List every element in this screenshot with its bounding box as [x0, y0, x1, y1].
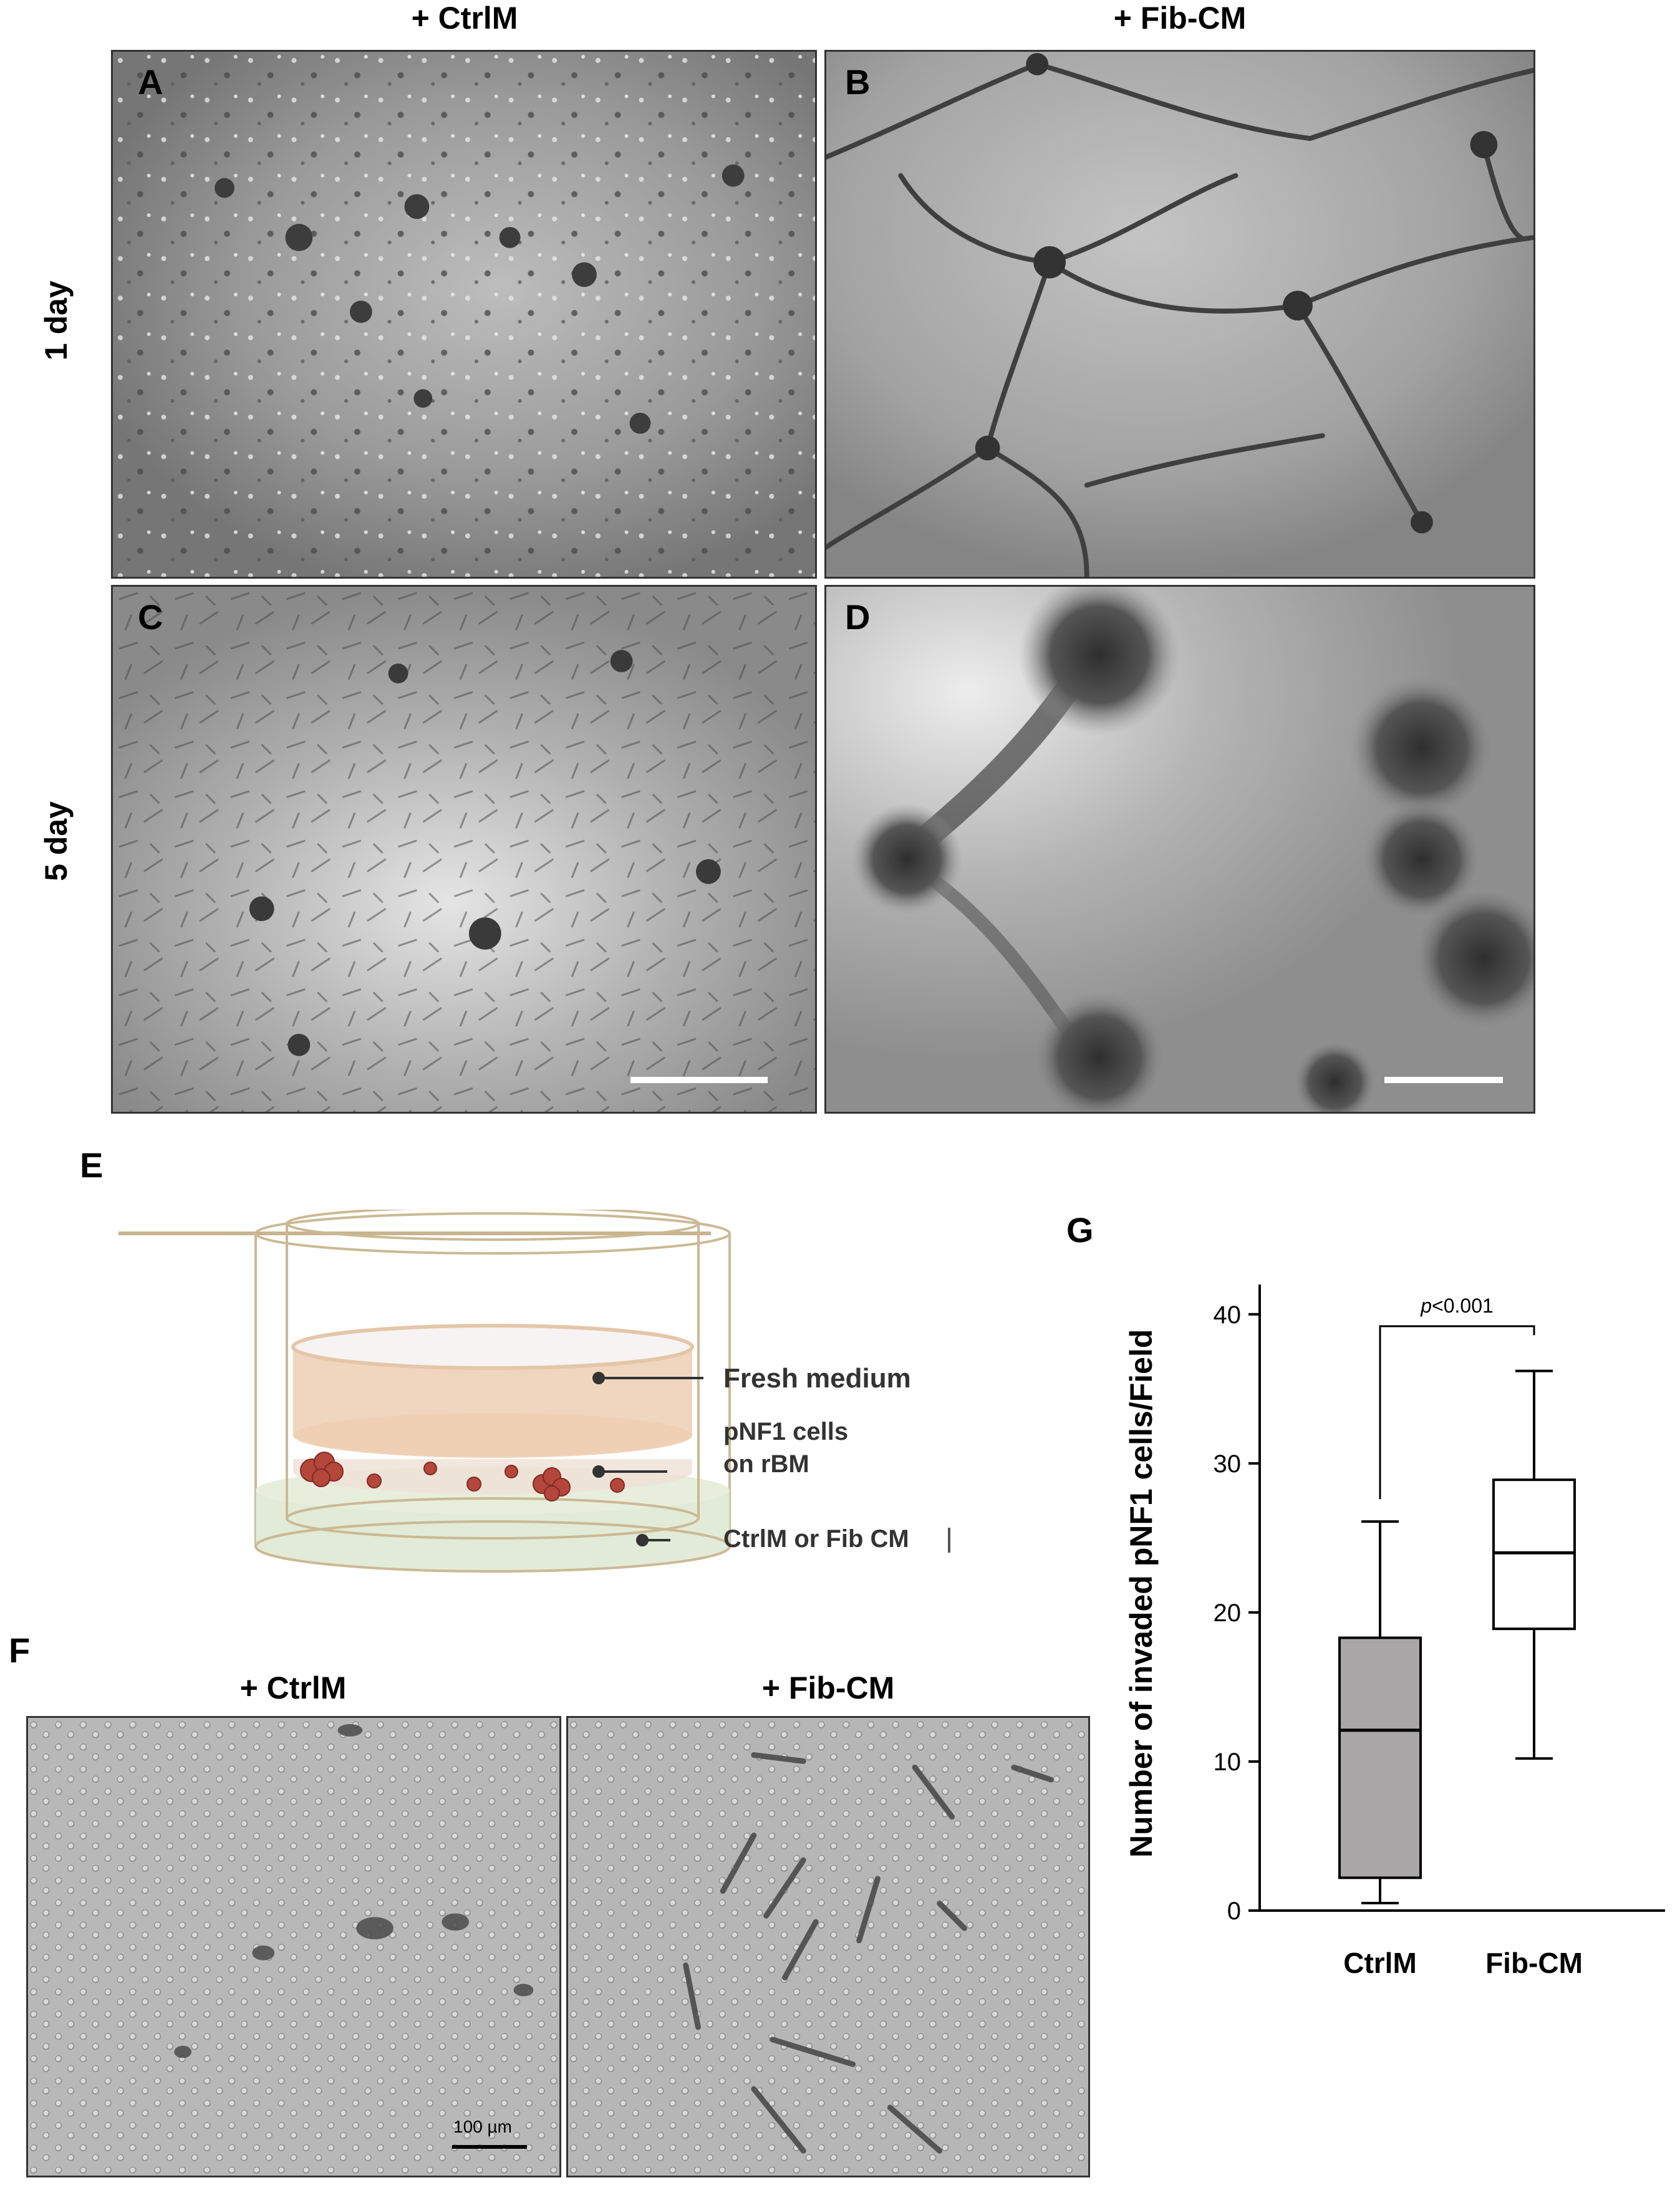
micrograph-f-ctrlm-image	[28, 1718, 559, 2176]
f-col-header-ctrlm: + CtrlM	[239, 1670, 347, 1705]
micrograph-a-image	[113, 52, 815, 577]
micrograph-d: D	[824, 585, 1535, 1114]
x-tick-label: Fib-CM	[1485, 1947, 1583, 1979]
box-chart: 0 10 20 30 40 CtrlM Fib-CM p<0.001	[1214, 1285, 1665, 1979]
f-col-header-fibcm: + Fib-CM	[761, 1670, 895, 1705]
micrograph-f-fibcm-image	[568, 1718, 1088, 2176]
row-label-5day: 5 day	[39, 801, 74, 881]
micrograph-a: A	[111, 50, 817, 579]
y-tick-label: 10	[1214, 1748, 1242, 1776]
label-pnf1-cells: pNF1 cells	[723, 1418, 849, 1445]
panel-letter-g: G	[1066, 1210, 1094, 1250]
micrograph-b-image	[826, 52, 1533, 577]
col-header-fibcm: + Fib-CM	[1113, 1, 1247, 36]
f-scale-label: 100 µm	[453, 2117, 512, 2136]
x-axis: CtrlM Fib-CM	[1260, 1909, 1665, 1979]
micrograph-c: C	[111, 585, 817, 1114]
label-ctrlm-fibcm: CtrlM or Fib CM	[723, 1525, 909, 1553]
micrograph-f-fibcm	[566, 1716, 1090, 2177]
x-tick-label: CtrlM	[1343, 1947, 1417, 1979]
y-tick-label: 0	[1227, 1897, 1241, 1925]
label-fresh-medium: Fresh medium	[723, 1363, 911, 1394]
significance-annotation: p<0.001	[1379, 1294, 1535, 1500]
panel-letter-c: C	[138, 597, 163, 637]
transwell-diagram	[118, 1210, 731, 1573]
y-axis: 0 10 20 30 40	[1214, 1285, 1261, 1925]
micrograph-d-image	[826, 587, 1533, 1112]
box-series	[1338, 1369, 1576, 1905]
panel-letter-a: A	[138, 62, 163, 102]
f-scale-bar	[452, 2145, 527, 2149]
significance-bracket	[1379, 1325, 1535, 1500]
panel-letter-e: E	[80, 1145, 104, 1185]
panel-letter-d: D	[845, 597, 871, 637]
scale-bar-d	[1384, 1077, 1503, 1083]
y-tick-label: 30	[1214, 1450, 1242, 1478]
col-header-ctrlm: + CtrlM	[411, 1, 518, 36]
micrograph-c-image	[113, 587, 815, 1112]
label-tick-mark	[948, 1528, 950, 1553]
panel-letter-f: F	[9, 1631, 31, 1670]
panel-letter-b: B	[845, 62, 871, 102]
row-label-1day: 1 day	[39, 281, 74, 360]
label-on-rbm: on rBM	[723, 1450, 809, 1478]
scale-bar-c	[630, 1077, 768, 1083]
micrograph-f-ctrlm: 100 µm	[26, 1716, 561, 2177]
y-axis-label: Number of invaded pNF1 cells/Field	[1124, 1329, 1159, 1858]
y-tick-label: 20	[1214, 1599, 1242, 1627]
pvalue-text: p<0.001	[1420, 1294, 1494, 1317]
micrograph-b: B	[824, 50, 1535, 579]
box-ctrlm	[1338, 1636, 1422, 1879]
y-tick-label: 40	[1214, 1301, 1242, 1329]
